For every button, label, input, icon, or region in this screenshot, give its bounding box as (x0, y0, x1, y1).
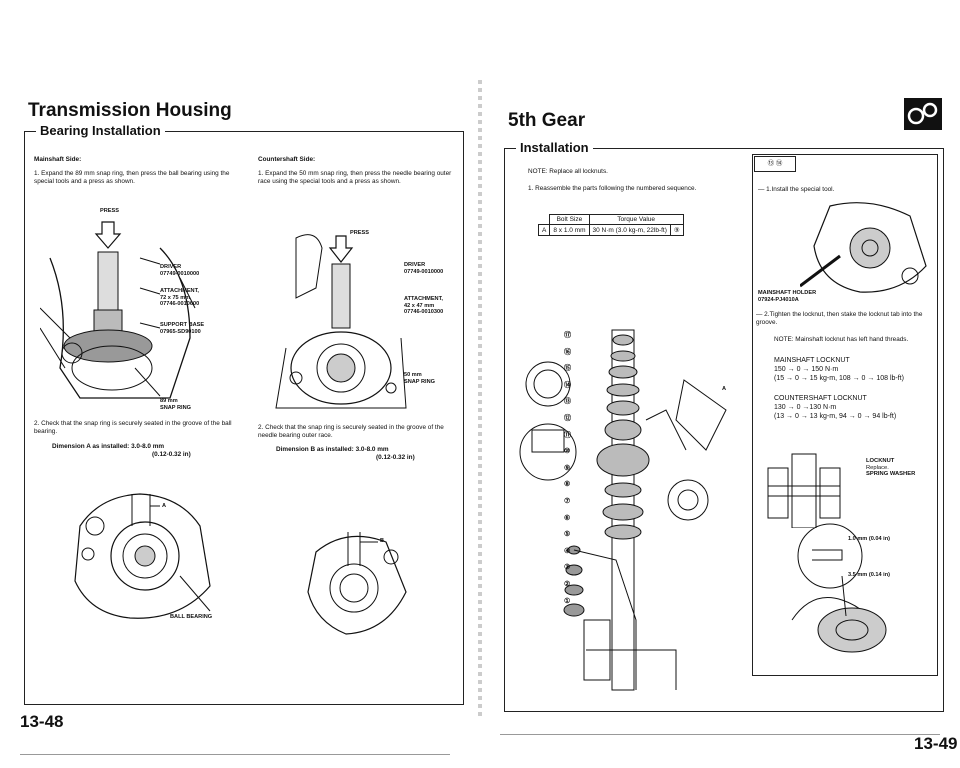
mainshaft-locknut-spec: MAINSHAFT LOCKNUT 150 → 0 → 150 N·m (15 … (774, 357, 904, 382)
mainshaft-heading: Mainshaft Side: (34, 156, 82, 163)
gear-icon (904, 98, 942, 130)
step1-reassemble: 1. Reassemble the parts following the nu… (528, 185, 697, 192)
table-header-row: Bolt Size Torque Value (539, 214, 684, 225)
procedure-panel (752, 154, 938, 676)
torque-table: Bolt Size Torque Value A 8 x 1.0 mm 30 N… (537, 214, 684, 236)
countershaft-dimension: Dimension B as installed: 3.0-8.0 mm (0.… (276, 446, 415, 461)
mainshaft-step2: 2. Check that the snap ring is securely … (34, 420, 232, 435)
col-bolt-size: Bolt Size (549, 214, 590, 225)
section-box-right (504, 148, 944, 712)
note-locknuts: NOTE: Replace all locknuts. (528, 168, 608, 175)
dim-35mm-label: 3.5 mm (0.14 in) (848, 572, 890, 578)
book-spine (478, 80, 482, 720)
ball-bearing-figure (74, 493, 211, 619)
scan-edge-right (500, 734, 940, 735)
countershaft-locknut-spec: COUNTERSHAFT LOCKNUT 130 → 0 →130 N·m (1… (774, 395, 897, 420)
countershaft-step1: 1. Expand the 50 mm snap ring, then pres… (258, 170, 452, 185)
press-label-2: PRESS (350, 230, 369, 236)
locknut-figure (767, 453, 841, 528)
left-page: Transmission Housing Bearing Installatio… (0, 0, 478, 768)
stake-detail-figure (791, 523, 887, 653)
section-subtitle-right: Installation (516, 140, 593, 155)
page-number-right: 13-49 (914, 734, 958, 753)
panel-step-circles: ⑬ ⑭ (754, 156, 796, 172)
section-box (24, 131, 464, 705)
table-row: A 8 x 1.0 mm 30 N·m (3.0 kg-m, 22lb-ft) … (537, 224, 684, 236)
dimension-b-label: B (380, 538, 385, 544)
col-torque: Torque Value (588, 214, 684, 225)
countershaft-step2: 2. Check that the snap ring is securely … (258, 424, 444, 439)
panel-note: NOTE: Mainshaft locknut has left hand th… (774, 336, 909, 343)
mainshaft-step1: 1. Expand the 89 mm snap ring, then pres… (34, 170, 230, 185)
countershaft-heading: Countershaft Side: (258, 156, 316, 163)
mainshaft-holder-figure (800, 202, 927, 293)
page-title: Transmission Housing (28, 100, 232, 121)
bolt-a-label: A (722, 386, 727, 392)
press-label: PRESS (100, 208, 119, 214)
panel-step-tighten: — 2.Tighten the locknut, then stake the … (756, 311, 923, 326)
mainshaft-press-figure (40, 221, 196, 399)
needle-bearing-figure (307, 532, 407, 635)
dimension-a-label: A (162, 503, 167, 509)
panel-step-install: — 1.Install the special tool. (758, 186, 835, 193)
dim-1mm-label: 1.0 mm (0.04 in) (848, 536, 890, 542)
part-numbers-list: ⑰ ⑯ ⑮ ⑭ ⑬ ⑫ ⑪ ⑩ ⑨ ⑧ ⑦ ⑥ ⑤ ④ ③ ② ① (564, 332, 571, 605)
section-subtitle: Bearing Installation (36, 123, 165, 138)
scan-edge (20, 754, 450, 755)
ball-bearing-label: BALL BEARING (170, 614, 213, 620)
page-title-right: 5th Gear (508, 110, 586, 131)
countershaft-press-figure (275, 234, 407, 409)
exploded-gear-view (519, 329, 727, 691)
mainshaft-dimension: Dimension A as installed: 3.0-8.0 mm (0.… (52, 443, 191, 458)
right-page: 5th Gear Installation NOTE: Replace all … (482, 0, 960, 768)
page-number: 13-48 (20, 712, 64, 731)
